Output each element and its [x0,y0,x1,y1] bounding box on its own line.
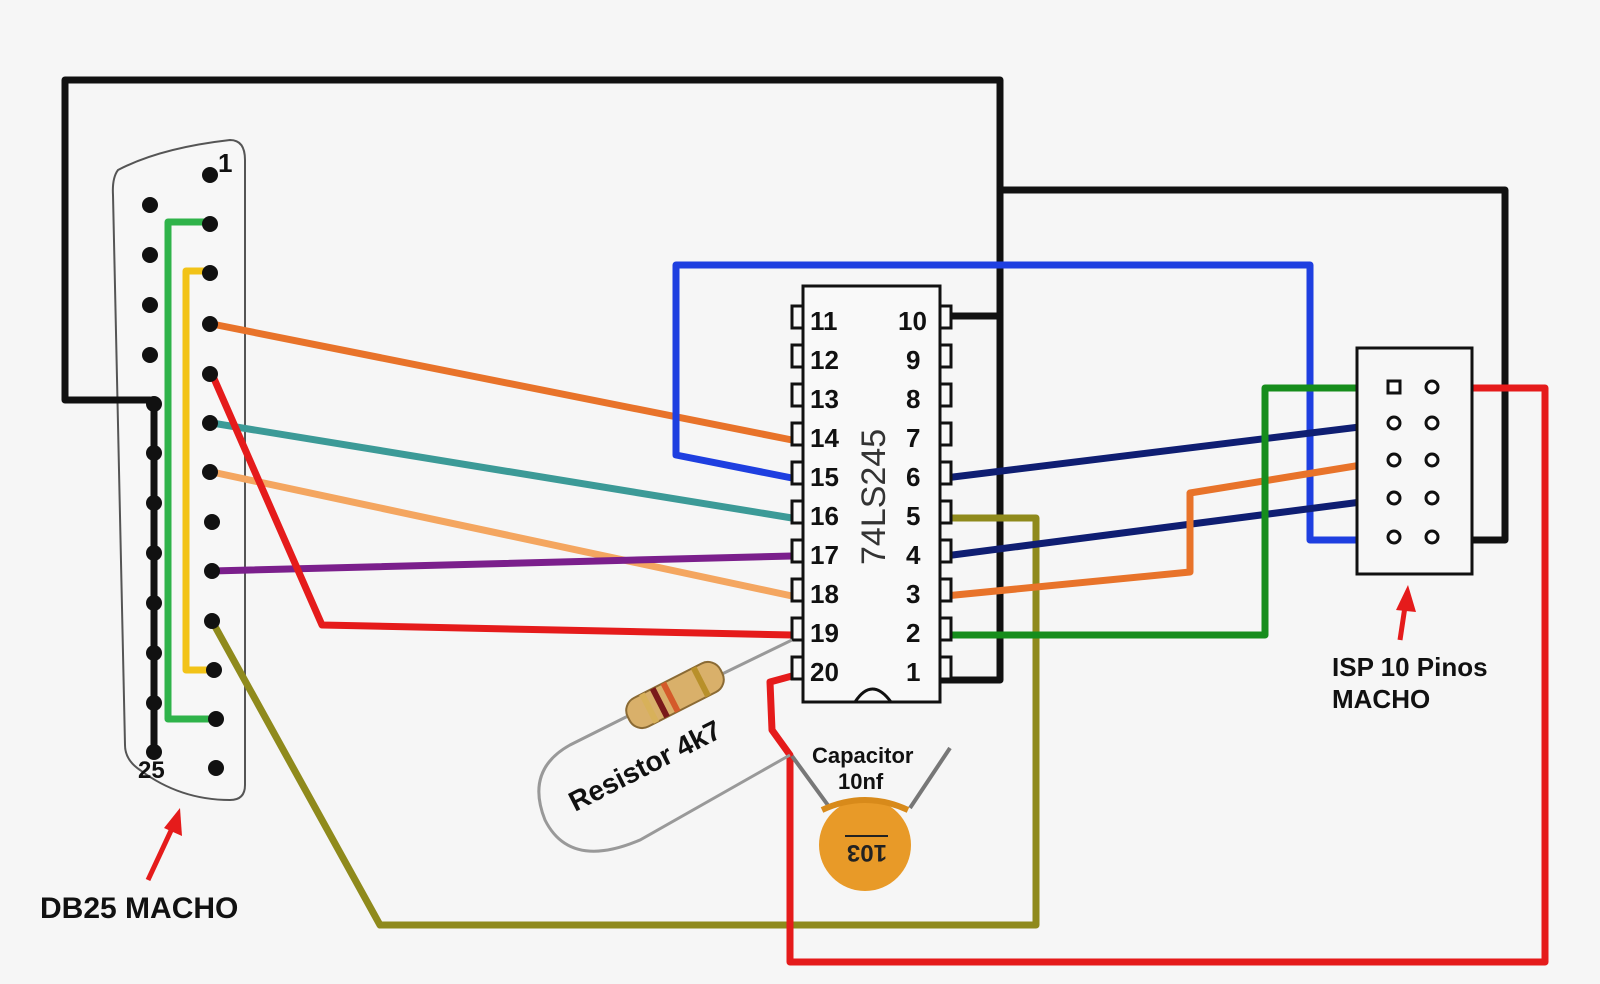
db25-pin [204,563,220,579]
db25-pin [204,613,220,629]
isp-header-body [1355,346,1474,576]
ic-pin-label: 15 [810,462,839,492]
db25-connector-body [111,138,246,802]
wire-yellow-db25 [182,267,220,674]
db25-pin [208,760,224,776]
db25-pin [206,662,222,678]
wire-black-ic-pin1-ground [936,312,1004,684]
capacitor-label-line2: 10nf [838,769,884,794]
ic-pin-label: 7 [906,423,920,453]
ic-pin-label: 10 [898,306,927,336]
wire-orange-pin3-to-isp [941,456,1396,600]
ic-pin-label: 19 [810,618,839,648]
capacitor-label-line1: Capacitor [812,743,914,768]
wire-orange-pin14 [208,320,796,444]
db25-pin [146,744,162,760]
db25-pin [142,347,158,363]
capacitor-shoulders [820,797,910,813]
db25-pin [146,645,162,661]
db25-pin [202,464,218,480]
db25-pin [202,265,218,281]
db25-pin [142,247,158,263]
db25-pin [142,197,158,213]
ic-notch [853,687,893,703]
ic-pin-label: 13 [810,384,839,414]
capacitor-code: 103 [847,839,887,866]
ic-pin-label: 16 [810,501,839,531]
ic-pin-label: 9 [906,345,920,375]
db25-pin [146,495,162,511]
db25-pin [202,216,218,232]
isp-pins [1386,379,1440,545]
wire-olive-pin5 [208,514,1040,929]
ic-74ls245-body [801,284,942,704]
ic-pin-label: 17 [810,540,839,570]
resistor-label: Resistor 4k7 [564,714,726,817]
wire-light-orange-pin18 [208,468,796,600]
db25-pin [202,415,218,431]
ic-pin-label: 18 [810,579,839,609]
ic-name-label: 74LS245 [855,429,893,565]
capacitor-body-icon [819,799,911,891]
ic-pin-label: 3 [906,579,920,609]
db25-pin [202,167,218,183]
db25-caption: DB25 MACHO [40,892,238,925]
db25-pin [204,514,220,530]
isp-caption-line2: MACHO [1332,684,1430,714]
wire-navy-pin6-to-isp [941,419,1396,482]
db25-pin [146,545,162,561]
ic-pin-label: 1 [906,657,920,687]
wire-purple-pin17 [208,552,796,575]
ic-pin-label: 20 [810,657,839,687]
wire-navy-pin4-to-isp [941,494,1396,560]
wire-green-pin2-to-isp [941,384,1396,639]
db25-pin1-label: 1 [218,148,232,178]
wire-red-pin20-to-isp [766,384,1549,966]
wire-teal-pin16 [208,419,796,522]
db25-pin [146,445,162,461]
db25-pin [142,297,158,313]
ic-pin-label: 14 [810,423,839,453]
db25-arrow-icon [145,820,178,882]
capacitor-leads [790,746,952,810]
db25-arrowhead-icon [164,808,182,836]
ic-pin-tabs [790,304,953,681]
wire-green-db25 [164,218,220,723]
db25-pin [146,396,162,412]
db25-pin [202,316,218,332]
wire-blue-pin15-to-isp [672,261,1396,544]
db25-pin [146,695,162,711]
db25-pin25-label: 25 [138,757,165,784]
ic-pin-label: 5 [906,501,920,531]
ic-pin-label: 8 [906,384,920,414]
ic-pin-label: 12 [810,345,839,375]
ic-pin-label: 2 [906,618,920,648]
isp-arrowhead-icon [1396,585,1416,612]
isp-caption-line1: ISP 10 Pinos [1332,652,1488,682]
isp-pin-square [1386,379,1402,395]
resistor-lead [537,638,793,853]
wire-red-pin19 [208,370,796,639]
db25-pin [202,366,218,382]
ic-pin-label: 11 [810,306,838,336]
wire-black-db25-to-ic-pin10 [61,76,1004,404]
ic-pin-label: 6 [906,462,920,492]
db25-pin [208,711,224,727]
db25-pin [146,595,162,611]
ic-pin-label: 4 [906,540,921,570]
resistor-body-icon [625,660,725,730]
db25-pins [142,167,224,776]
